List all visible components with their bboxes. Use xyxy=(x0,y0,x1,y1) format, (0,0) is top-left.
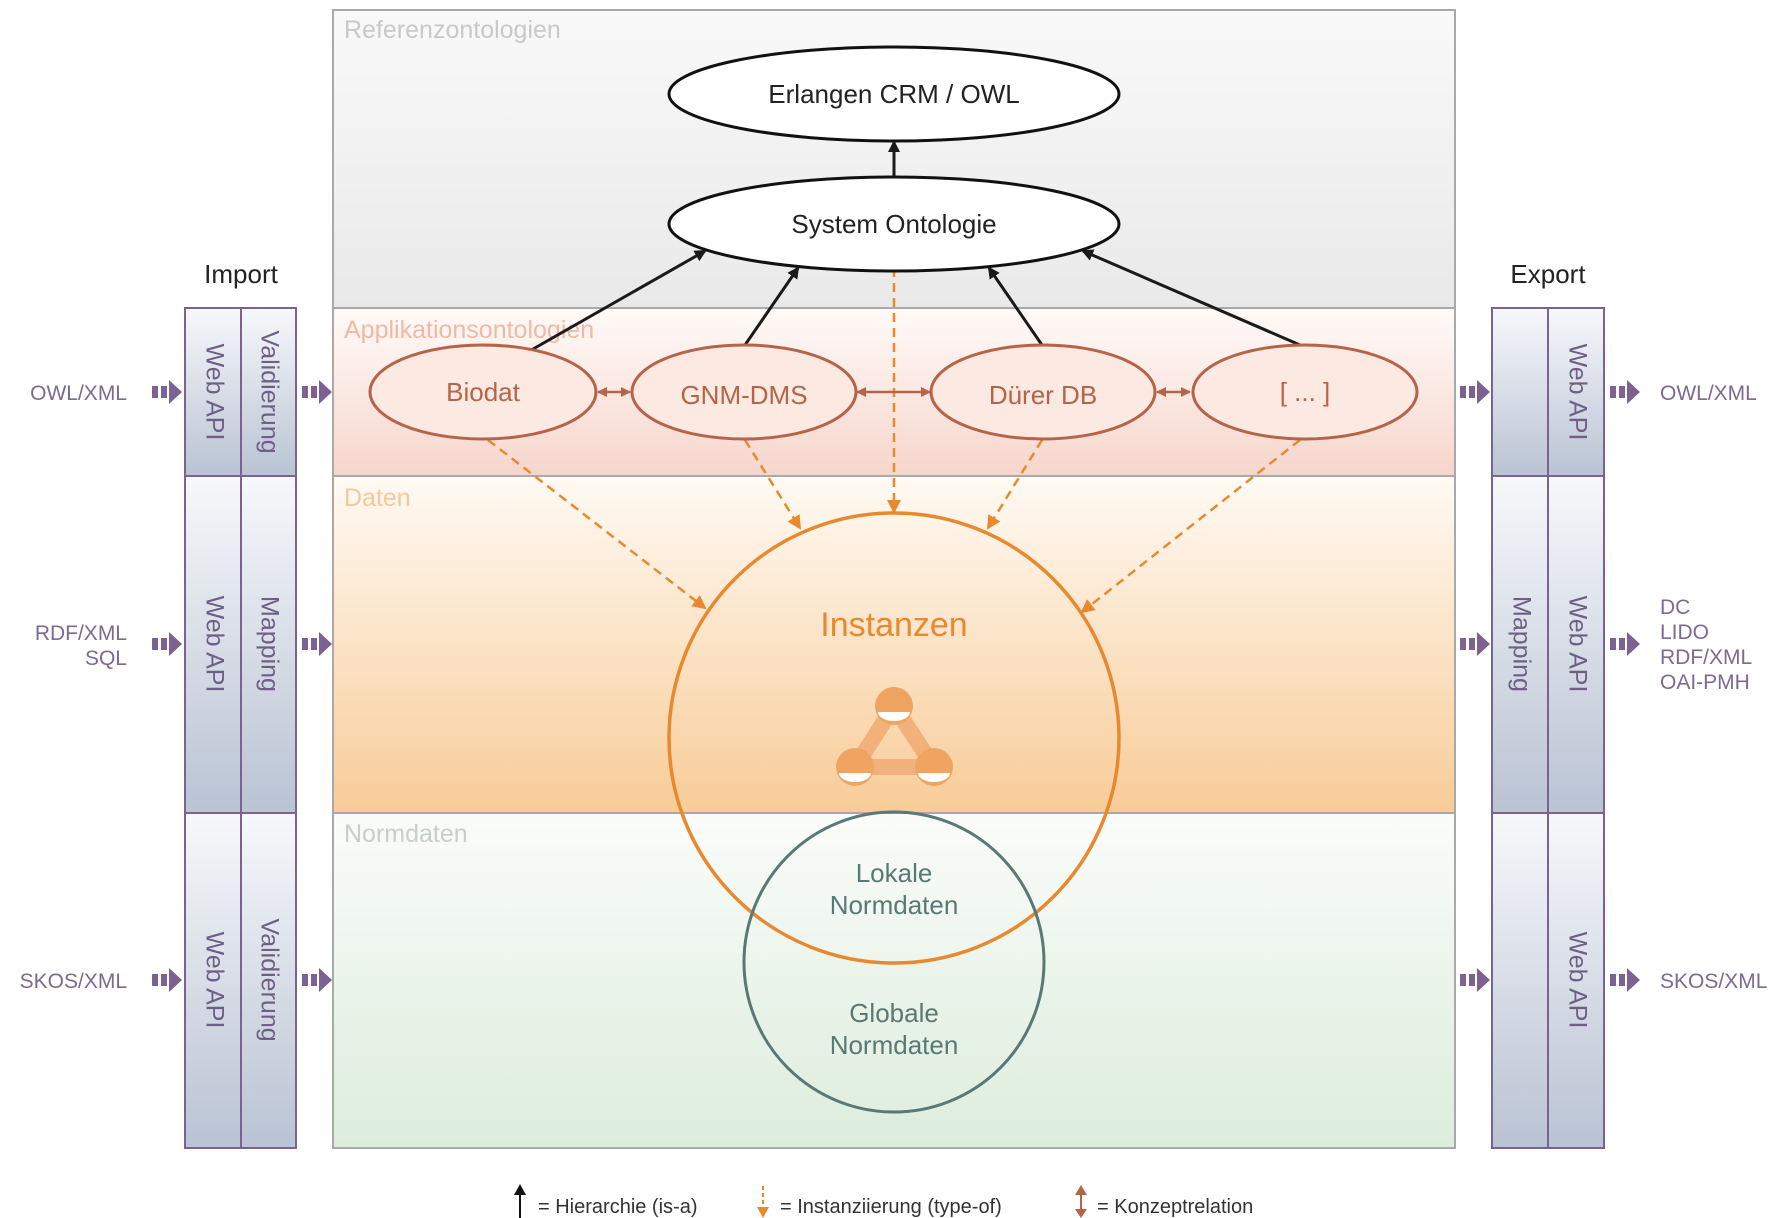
node-more-label: [ ... ] xyxy=(1280,377,1331,407)
flow-arrow-out-top-2 xyxy=(1610,380,1640,404)
hierarchy-arrow-more xyxy=(1081,249,1301,347)
import-title: Import xyxy=(204,259,278,289)
node-duerer xyxy=(929,343,1157,441)
flow-arrow-out-mid xyxy=(1460,632,1490,656)
export-mid-api-label: Web API xyxy=(1563,596,1591,693)
node-gnm xyxy=(630,343,858,441)
import-columns xyxy=(184,307,297,1149)
node-system-label: System Ontologie xyxy=(791,209,996,239)
import-bot-step-label: Validierung xyxy=(255,918,283,1041)
export-top-api-label: Web API xyxy=(1563,344,1591,441)
layer-title-applikation: Applikationsontologien xyxy=(344,316,594,344)
legend-relation-icon xyxy=(1075,1185,1087,1218)
node-duerer-label: Dürer DB xyxy=(989,380,1097,410)
layer-normdaten xyxy=(332,812,1456,1149)
export-mid-api-cell xyxy=(1547,475,1605,814)
import-mid-api-label: Web API xyxy=(200,596,228,693)
import-bot-api-label: Web API xyxy=(200,932,228,1029)
instanzen-circle xyxy=(667,511,1121,965)
normdaten-circle xyxy=(742,810,1046,1114)
flow-arrow-in-mid-2 xyxy=(302,632,332,656)
import-bot-api-cell xyxy=(184,812,242,1149)
node-gnm-label: GNM-DMS xyxy=(680,380,807,410)
export-title: Export xyxy=(1510,259,1586,289)
import-mid-step-cell xyxy=(240,475,297,814)
export-top-step-cell xyxy=(1491,307,1549,477)
export-columns xyxy=(1491,307,1605,1149)
hierarchy-arrow-gnm xyxy=(743,266,800,346)
layer-title-referenz: Referenzontologien xyxy=(344,16,561,44)
legend-relation-label: = Konzeptrelation xyxy=(1097,1196,1253,1218)
instantiation-arrow-biodat xyxy=(487,439,707,610)
import-format-owl: OWL/XML xyxy=(30,382,127,405)
instantiation-arrow-gnm xyxy=(743,439,802,530)
export-format-rdf: RDF/XML xyxy=(1660,646,1752,669)
node-crm-label: Erlangen CRM / OWL xyxy=(768,79,1019,109)
node-biodat-label: Biodat xyxy=(446,377,520,407)
export-bot-api-cell xyxy=(1547,812,1605,1149)
node-biodat xyxy=(368,343,598,441)
instantiation-arrow-duerer xyxy=(986,439,1044,530)
hierarchy-arrow-duerer xyxy=(987,266,1044,346)
layer-title-normdaten: Normdaten xyxy=(344,820,468,848)
legend-instantiation-icon xyxy=(757,1186,769,1218)
export-format-dc: DC xyxy=(1660,596,1690,619)
lokale-label-1: Lokale xyxy=(856,858,933,888)
flow-arrow-out-bot xyxy=(1460,968,1490,992)
hierarchy-arrow-biodat xyxy=(504,249,707,367)
node-more xyxy=(1191,343,1419,441)
legend: = Hierarchie (is-a) = Instanziierung (ty… xyxy=(514,1184,1253,1218)
import-format-rdf: RDF/XML xyxy=(35,622,127,645)
export-format-oai: OAI-PMH xyxy=(1660,671,1750,694)
flow-arrow-in-top-2 xyxy=(302,380,332,404)
import-bot-step-cell xyxy=(240,812,297,1149)
export-top-api-cell xyxy=(1547,307,1605,477)
legend-instantiation-label: = Instanziierung (type-of) xyxy=(780,1196,1002,1218)
export-bot-step-cell xyxy=(1491,812,1549,1149)
import-mid-step-label: Mapping xyxy=(255,596,283,692)
flow-arrow-in-bot-2 xyxy=(302,968,332,992)
flow-arrow-out-mid-2 xyxy=(1610,632,1640,656)
hierarchy-arrows xyxy=(504,140,1301,367)
export-bot-api-label: Web API xyxy=(1563,932,1591,1029)
instance-network-icon xyxy=(836,687,953,786)
node-crm xyxy=(667,45,1121,143)
import-top-step-label: Validierung xyxy=(255,330,283,453)
flow-arrow-out-top xyxy=(1460,380,1490,404)
instantiation-arrow-more xyxy=(1080,439,1301,614)
flow-arrow-in-mid xyxy=(152,632,182,656)
globale-label-1: Globale xyxy=(849,998,939,1028)
export-mid-step-label: Mapping xyxy=(1507,596,1535,692)
flow-arrow-in-top xyxy=(152,380,182,404)
import-top-step-cell xyxy=(240,307,297,477)
legend-hierarchy-icon xyxy=(514,1184,526,1218)
app-ontology-nodes xyxy=(368,343,1419,441)
lokale-label-2: Normdaten xyxy=(830,890,959,920)
export-format-skos: SKOS/XML xyxy=(1660,970,1767,993)
export-format-lido: LIDO xyxy=(1660,621,1709,644)
flow-arrow-out-bot-2 xyxy=(1610,968,1640,992)
export-format-owl: OWL/XML xyxy=(1660,382,1757,405)
flow-arrow-in-bot xyxy=(152,968,182,992)
flow-arrows xyxy=(152,380,1640,992)
import-top-api-label: Web API xyxy=(200,344,228,441)
instanzen-label: Instanzen xyxy=(820,606,967,644)
globale-label-2: Normdaten xyxy=(830,1030,959,1060)
layer-title-daten: Daten xyxy=(344,484,411,512)
legend-hierarchy-label: = Hierarchie (is-a) xyxy=(538,1196,697,1218)
layer-daten xyxy=(332,475,1456,814)
import-format-skos: SKOS/XML xyxy=(20,970,127,993)
node-system xyxy=(667,175,1121,273)
import-format-sql: SQL xyxy=(85,647,127,670)
